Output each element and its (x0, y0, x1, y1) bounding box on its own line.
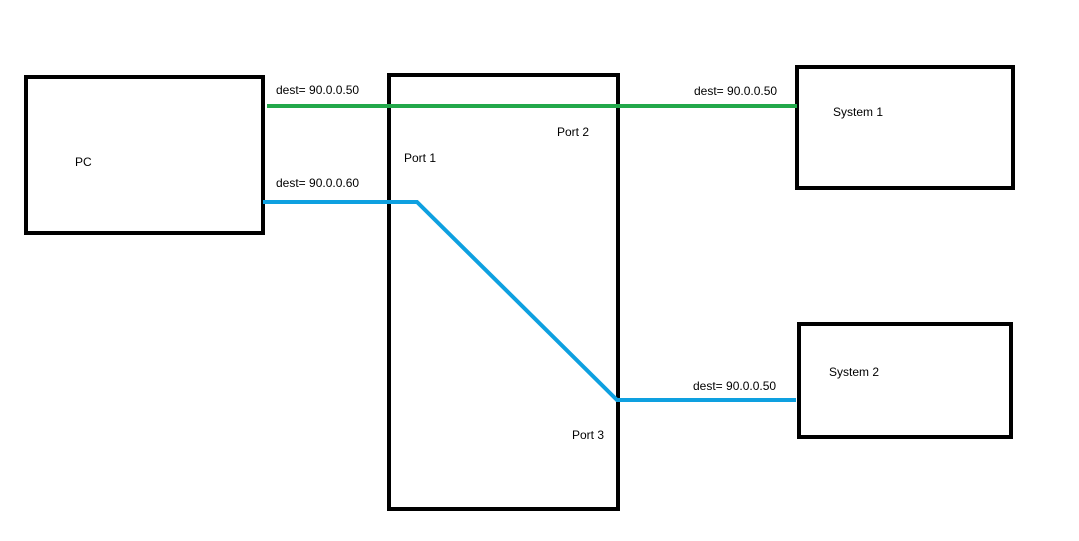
port2-label: Port 2 (557, 125, 590, 139)
blue-link (263, 200, 796, 402)
system2-box (797, 322, 1013, 439)
system1-box (795, 65, 1015, 190)
link-label-pc-bottom: dest= 90.0.0.60 (276, 176, 360, 190)
pc-box (24, 75, 265, 235)
link-label-system2: dest= 90.0.0.50 (693, 379, 777, 393)
pc-label: PC (75, 155, 92, 169)
switch-box (387, 73, 620, 511)
port1-label: Port 1 (404, 151, 437, 165)
link-label-pc-top: dest= 90.0.0.50 (276, 83, 360, 97)
port3-label: Port 3 (572, 428, 605, 442)
system2-label: System 2 (829, 365, 880, 379)
link-label-system1: dest= 90.0.0.50 (694, 84, 778, 98)
system1-label: System 1 (833, 105, 884, 119)
